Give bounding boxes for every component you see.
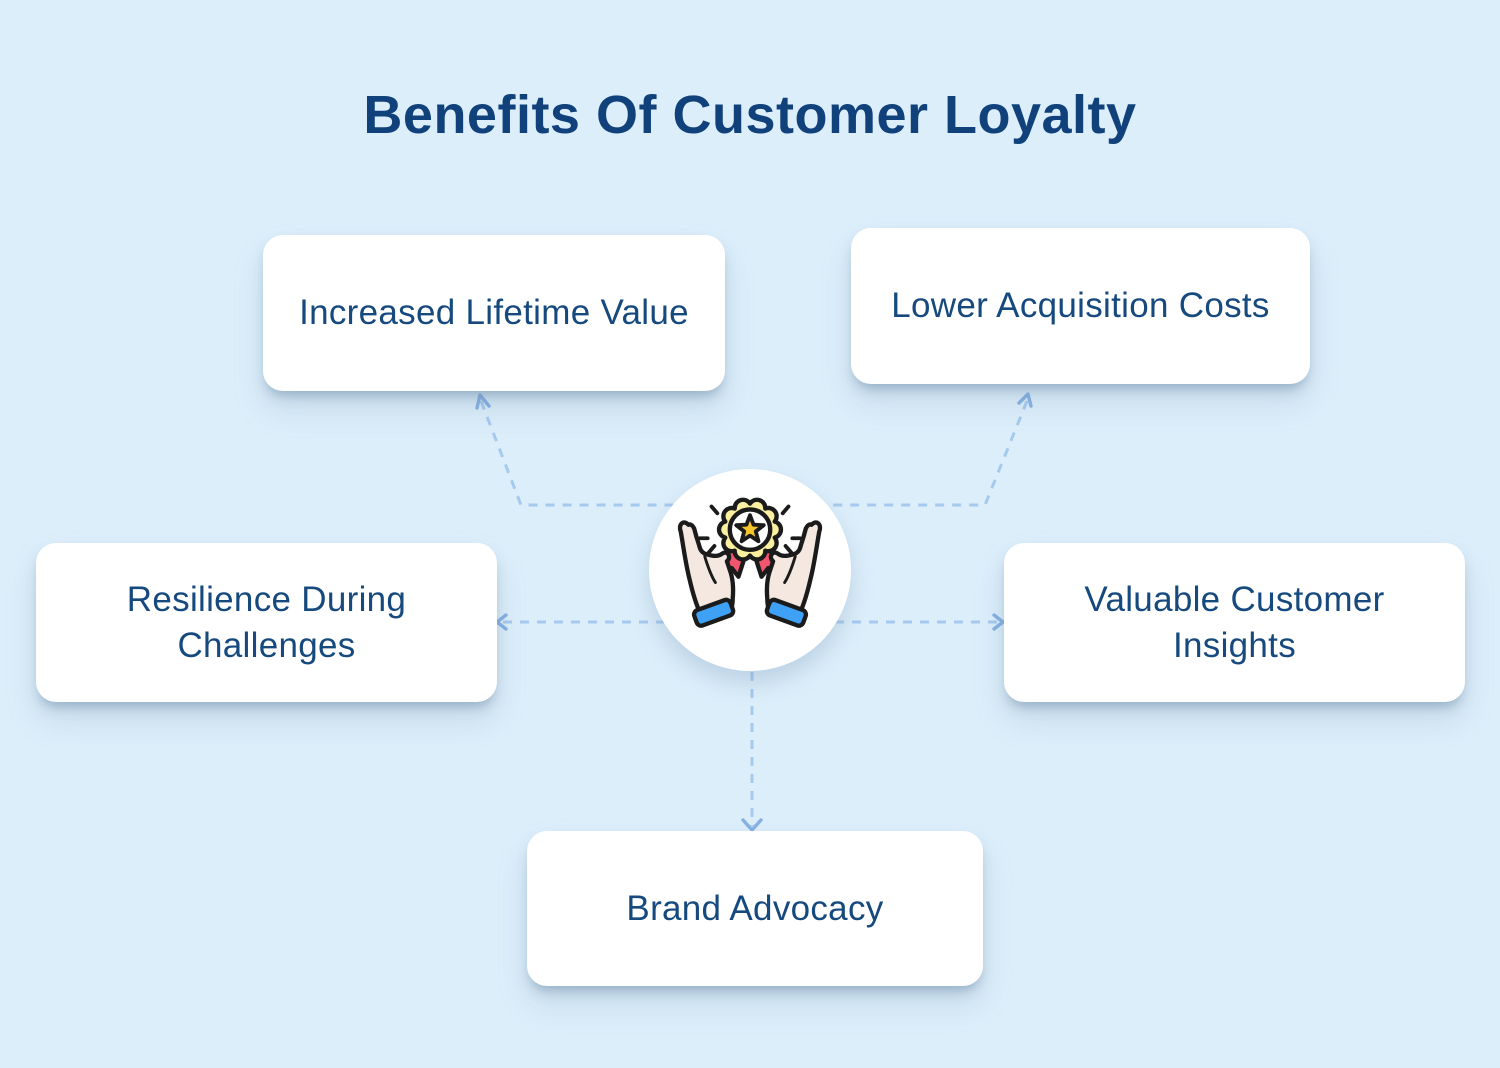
- cuff-icon: [691, 597, 736, 628]
- card-label: Lower Acquisition Costs: [891, 286, 1270, 326]
- arrowhead-bottom: [741, 818, 763, 832]
- arrowhead-mid-left: [495, 613, 508, 631]
- left-hand-icon: [677, 520, 736, 628]
- cuff-icon: [764, 597, 809, 628]
- ray-icon: [780, 504, 791, 516]
- card-valuable-customer-insights: Valuable Customer Insights: [1004, 543, 1465, 702]
- card-label: Valuable Customer Insights: [1084, 580, 1385, 665]
- right-hand-icon: [764, 520, 823, 628]
- card-label: Resilience During Challenges: [126, 580, 407, 665]
- card-label: Brand Advocacy: [626, 888, 884, 928]
- ray-icon: [706, 544, 717, 555]
- card-increased-lifetime-value: Increased Lifetime Value: [263, 235, 725, 391]
- hands-holding-award-badge-icon: [677, 497, 823, 628]
- connector-top-right: [750, 400, 1029, 507]
- center-icon-circle: [649, 469, 851, 671]
- card-brand-advocacy: Brand Advocacy: [527, 831, 983, 986]
- star-icon: [734, 513, 766, 544]
- card-lower-acquisition-costs: Lower Acquisition Costs: [851, 228, 1310, 384]
- connector-top-left: [479, 400, 750, 507]
- card-resilience-during-challenges: Resilience During Challenges: [36, 543, 497, 702]
- arrowhead-top-right: [1017, 392, 1033, 408]
- arrowhead-top-left: [475, 393, 491, 410]
- ray-icon: [783, 544, 794, 555]
- card-label: Increased Lifetime Value: [299, 293, 689, 333]
- page-title: Benefits Of Customer Loyalty: [363, 85, 1137, 145]
- ray-icon: [709, 504, 720, 516]
- arrowhead-mid-right: [992, 613, 1005, 631]
